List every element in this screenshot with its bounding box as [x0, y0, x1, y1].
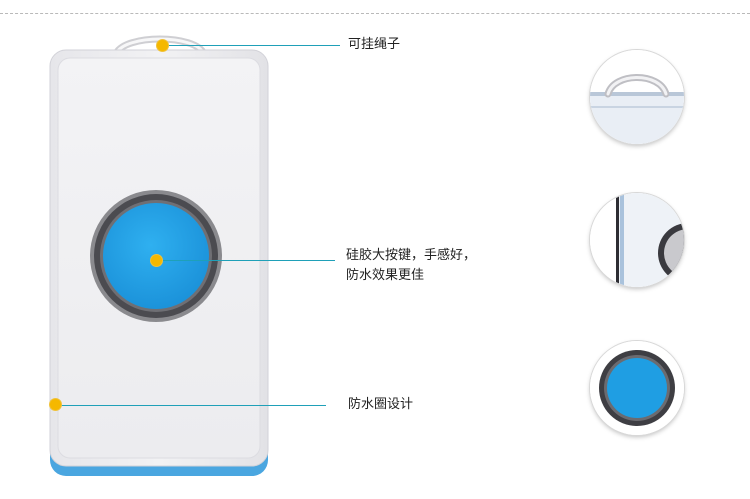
zoom-detail-lanyard: [590, 50, 684, 144]
zoom-detail-edge: [590, 193, 684, 287]
marker-dot-seal: [50, 399, 61, 410]
leader-line-seal: [56, 405, 326, 406]
callout-lanyard: 可挂绳子: [348, 37, 401, 52]
callout-button-line2: 防水效果更佳: [346, 268, 425, 283]
leader-line-button: [157, 260, 335, 261]
zoom-detail-button: [590, 341, 684, 435]
doorbell-device-svg: [49, 35, 269, 476]
callout-seal: 防水圈设计: [348, 397, 414, 412]
leader-line-lanyard: [163, 45, 340, 46]
marker-dot-lanyard: [157, 40, 168, 51]
doorbell-device-illustration: [46, 30, 276, 480]
marker-dot-button: [151, 255, 162, 266]
callout-button-line1: 硅胶大按键，手感好，: [346, 248, 477, 263]
top-dashed-divider: [0, 13, 750, 14]
